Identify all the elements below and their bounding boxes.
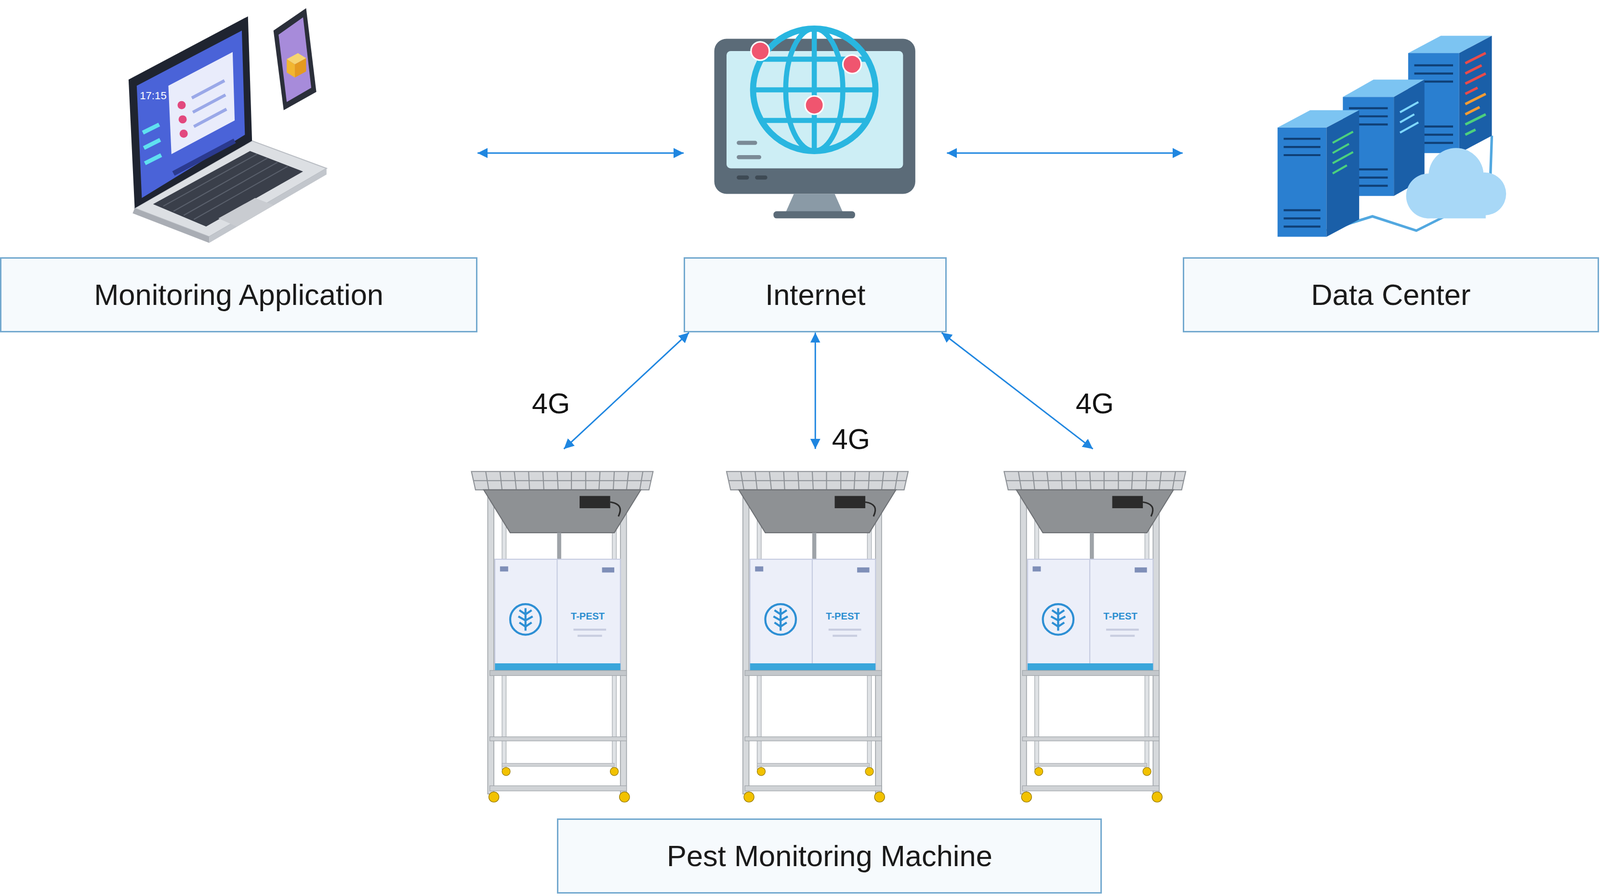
globe (753, 28, 876, 151)
screen-dot (178, 115, 187, 124)
server-side (1459, 35, 1493, 154)
pest-machine: T-PEST (722, 449, 909, 807)
node-label: Internet (683, 257, 947, 333)
pest-machine-illustration (1004, 471, 1186, 803)
connection-label: 4G (1075, 386, 1114, 420)
screen-bars (143, 124, 162, 164)
node-label: Data Center (1182, 257, 1600, 333)
screen-dock (173, 140, 235, 174)
server-front (1277, 127, 1327, 238)
pest-machine-illustration (471, 471, 654, 803)
data-center-node: Data Center (1182, 0, 1600, 333)
location-dot (751, 41, 770, 61)
device-brand: T-PEST (559, 608, 617, 624)
server-leds (1465, 52, 1486, 94)
server-leds (1400, 102, 1419, 133)
arrow-connector (941, 332, 1094, 449)
device-brand: T-PEST (1091, 608, 1150, 624)
screen-bars (191, 80, 227, 127)
connection-label: 4G (531, 386, 570, 420)
screen-dot (179, 129, 188, 138)
phone-screen (278, 17, 312, 103)
server-leds (1465, 114, 1486, 135)
location-dot (805, 95, 824, 115)
pest-machine-illustration (726, 471, 909, 803)
globe-lines (753, 28, 876, 151)
cloud-part (1426, 191, 1486, 219)
screen-line (736, 140, 757, 145)
server-side (1326, 110, 1360, 238)
phone-cube (294, 58, 306, 78)
phone-cube (286, 59, 295, 78)
node-label: Monitoring Application (0, 257, 478, 333)
pest-machine: T-PEST (1000, 449, 1186, 807)
server-leds (1465, 93, 1486, 115)
arrow-connector (946, 152, 1183, 154)
cloud-icon (1406, 147, 1507, 219)
group-label-box: Pest Monitoring Machine (556, 818, 1102, 895)
phone-body (273, 8, 317, 111)
application-node: Monitoring Application (0, 0, 478, 333)
arrow-connector (814, 332, 817, 449)
screen-dot (177, 101, 186, 110)
internet-node: Internet (683, 0, 947, 333)
screen-panel (168, 52, 235, 155)
monitor-base (773, 211, 855, 219)
laptop-screen-frame (128, 16, 252, 209)
device-brand: T-PEST (814, 608, 872, 624)
monitor-button (736, 175, 749, 180)
location-dot (842, 54, 861, 74)
server-vents (1283, 138, 1321, 227)
arrow-connector (563, 332, 689, 449)
node-label: Pest Monitoring Machine (556, 818, 1102, 895)
server-leds (1332, 131, 1353, 174)
monitor-stand (785, 194, 844, 213)
connection-label: 4G (832, 422, 871, 456)
arrow-connector (477, 152, 684, 154)
pest-machine: T-PEST (467, 449, 653, 807)
monitor-button (754, 175, 767, 180)
laptop-screen (136, 30, 246, 199)
screen-line (736, 155, 762, 159)
clock-time: 17:15 (139, 89, 167, 103)
laptop-touchpad (218, 198, 274, 227)
